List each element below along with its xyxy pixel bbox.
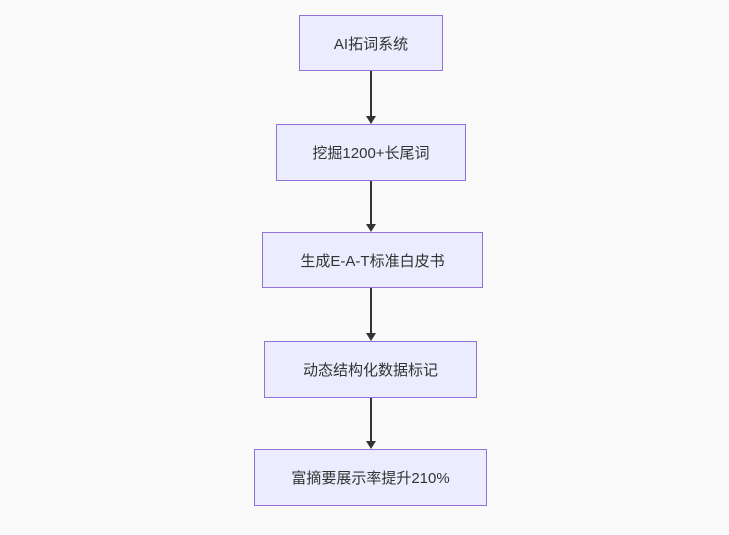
arrow-line [370, 288, 372, 334]
arrowhead-icon [366, 333, 376, 341]
node-label: AI拓词系统 [333, 35, 409, 53]
arrow-line [370, 181, 372, 225]
flowchart-node-structured-data-markup: 动态结构化数据标记 [264, 341, 477, 398]
arrow-line [370, 71, 372, 117]
arrow-down-3 [365, 288, 377, 341]
node-label: 动态结构化数据标记 [302, 362, 438, 379]
arrow-down-1 [365, 71, 377, 124]
arrow-line [370, 398, 372, 442]
node-label: 挖掘1200+长尾词 [312, 145, 430, 162]
arrowhead-icon [366, 224, 376, 232]
flowchart-node-ai-word-expansion: AI拓词系统 [299, 15, 443, 71]
arrowhead-icon [366, 441, 376, 449]
flowchart-node-rich-snippet-rate: 富摘要展示率提升210% [254, 449, 487, 506]
node-label: 生成E-A-T标准白皮书 [300, 252, 445, 270]
arrowhead-icon [366, 116, 376, 124]
arrow-down-4 [365, 398, 377, 449]
flowchart-node-longtail-mining: 挖掘1200+长尾词 [276, 124, 466, 181]
flowchart-node-eat-whitepaper: 生成E-A-T标准白皮书 [262, 232, 483, 288]
node-label: 富摘要展示率提升210% [291, 470, 450, 487]
arrow-down-2 [365, 181, 377, 232]
